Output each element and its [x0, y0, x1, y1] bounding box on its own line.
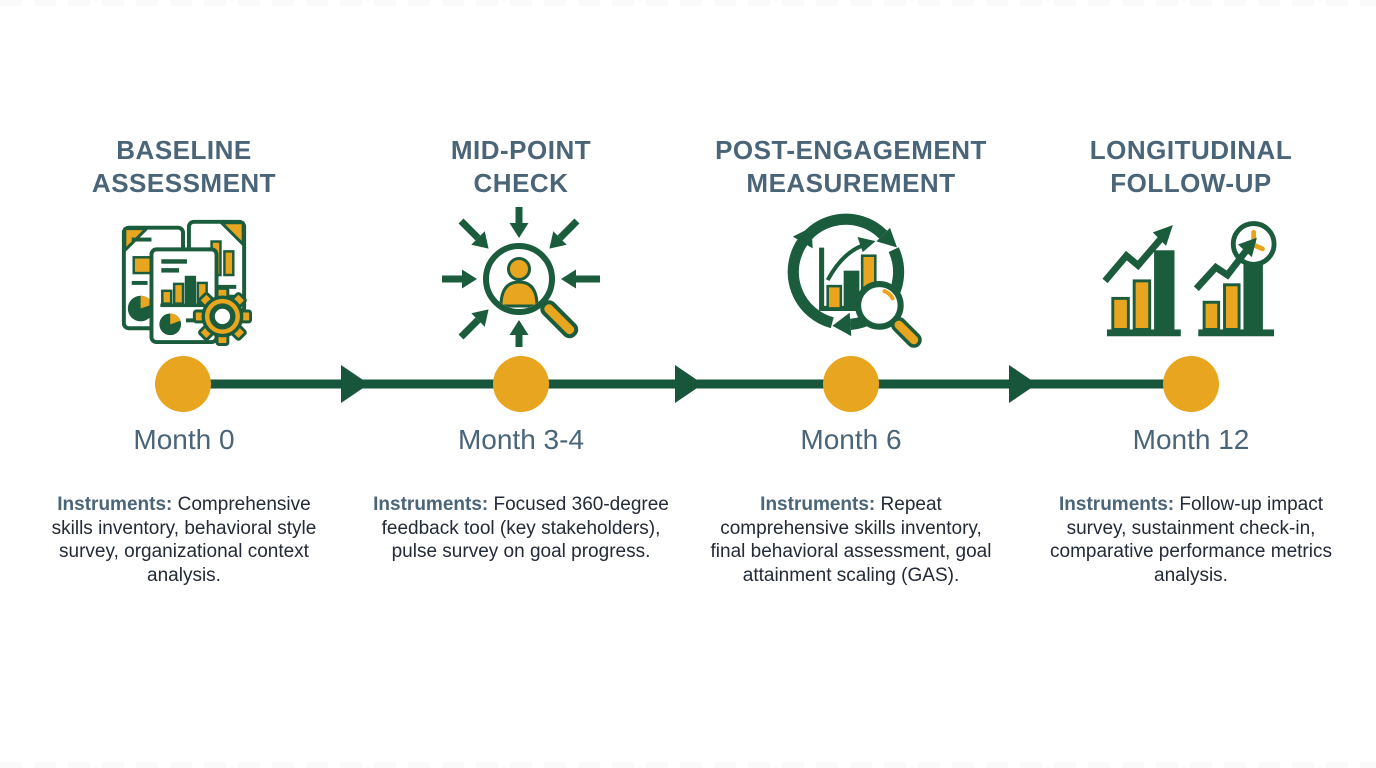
360-feedback-magnifier-icon-svg: [442, 207, 600, 347]
stage-mid-point-check: MID-POINT CHECK: [356, 0, 686, 768]
stage-instruments: Instruments: Focused 360-degree feedback…: [373, 493, 669, 564]
timeline-dot-month-6: [823, 356, 879, 412]
stage-month-label: Month 12: [1132, 424, 1250, 455]
bottom-edge-artifact: [0, 762, 1376, 768]
timeline-arrowhead: [341, 365, 369, 403]
timeline-dot-month-12: [1163, 356, 1219, 412]
stage-title: MID-POINT CHECK: [356, 134, 686, 200]
instruments-text: Comprehensive skills inventory, behavior…: [51, 494, 317, 586]
stage-month-label: Month 0: [133, 424, 235, 455]
instruments-label: Instruments:: [1059, 494, 1175, 515]
stage-month-label: Month 3-4: [457, 424, 585, 455]
stage-title-line2: ASSESSMENT: [91, 168, 277, 198]
instruments-label: Instruments:: [373, 494, 489, 515]
cycle-bar-chart-magnifier-icon-svg: [787, 213, 922, 348]
timeline-axis: [155, 356, 1219, 412]
instruments-label: Instruments:: [57, 494, 173, 515]
stage-title: LONGITUDINAL FOLLOW-UP: [1026, 134, 1356, 200]
cycle-bar-chart-magnifier-icon: [775, 207, 927, 348]
timeline-arrowhead: [675, 365, 703, 403]
stage-baseline-assessment: BASELINE ASSESSMENT: [19, 0, 349, 768]
top-edge-artifact: [0, 0, 1376, 6]
stage-title-line2: FOLLOW-UP: [1110, 168, 1272, 198]
stage-instruments: Instruments: Comprehensive skills invent…: [36, 493, 332, 587]
stage-title: BASELINE ASSESSMENT: [19, 134, 349, 200]
stage-title-line1: POST-ENGAGEMENT: [715, 135, 987, 165]
stage-title-line2: CHECK: [473, 168, 569, 198]
timeline-dot-month-3-4: [493, 356, 549, 412]
growth-charts-clock-icon: [1101, 207, 1281, 347]
360-feedback-magnifier-icon: [442, 207, 600, 347]
instruments-label: Instruments:: [760, 494, 876, 515]
stage-title-line1: MID-POINT: [450, 135, 592, 165]
stage-title-line1: BASELINE: [116, 135, 252, 165]
documents-reports-gear-icon: [108, 207, 260, 347]
instruments-text: Repeat comprehensive skills inventory, f…: [710, 494, 992, 586]
stage-instruments: Instruments: Repeat comprehensive skills…: [703, 493, 999, 587]
stage-post-engagement-measurement: POST-ENGAGEMENT MEASUREMENT: [686, 0, 1016, 768]
instruments-text: Follow-up impact survey, sustainment che…: [1050, 494, 1332, 586]
stage-title-line2: MEASUREMENT: [746, 168, 956, 198]
timeline-arrowhead: [1009, 365, 1037, 403]
documents-reports-gear-icon-svg: [121, 219, 253, 346]
stage-instruments: Instruments: Follow-up impact survey, su…: [1043, 493, 1339, 587]
growth-charts-clock-icon-svg: [1102, 221, 1277, 337]
stage-month-label: Month 6: [800, 424, 902, 455]
stage-longitudinal-follow-up: LONGITUDINAL FOLLOW-UP: [1026, 0, 1356, 768]
instruments-text: Focused 360-degree feedback tool (key st…: [381, 494, 669, 562]
timeline-dot-month-0: [155, 356, 211, 412]
stage-title: POST-ENGAGEMENT MEASUREMENT: [686, 134, 1016, 200]
stage-title-line1: LONGITUDINAL: [1089, 135, 1293, 165]
